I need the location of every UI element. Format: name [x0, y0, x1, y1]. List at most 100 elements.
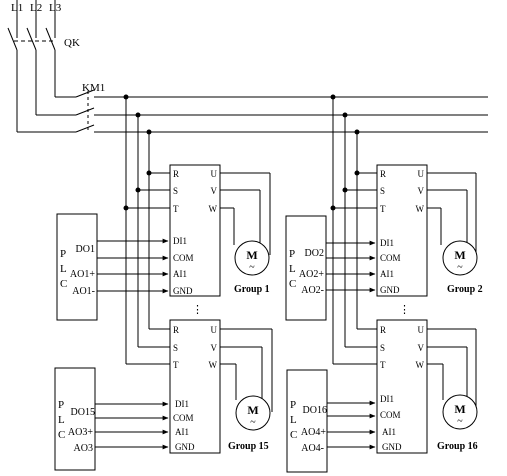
vfd-terminal-r: R — [173, 169, 179, 179]
vfd-terminal-u: U — [418, 169, 425, 179]
plc-box — [286, 369, 328, 473]
phase-label-l2: L2 — [30, 2, 42, 14]
vfd-terminal-u: U — [211, 169, 218, 179]
motor-label: M — [246, 248, 257, 262]
plc-letter-c: C — [58, 429, 65, 441]
vfd-box — [169, 164, 221, 297]
plc-signal-do: DO2 — [305, 248, 324, 259]
plc-signal-do: DO16 — [303, 405, 327, 416]
plc-letter-p: P — [60, 248, 66, 260]
vfd-terminal-ai1: AI1 — [380, 269, 394, 279]
ellipsis-left: ⋮ — [192, 304, 203, 316]
group-label: Group 1 — [234, 284, 270, 295]
vfd-terminal-com: COM — [173, 253, 194, 263]
motor-symbol — [442, 240, 478, 276]
bus-drops-right — [332, 97, 377, 365]
breaker-label: QK — [64, 37, 80, 49]
vfd-terminal-com: COM — [173, 413, 194, 423]
vfd-terminal-ai1: AI1 — [173, 269, 187, 279]
plc-signal-do: DO1 — [76, 244, 95, 255]
phase-label-l3: L3 — [49, 2, 62, 14]
vfd-terminal-r: R — [173, 325, 179, 335]
vfd-terminal-v: V — [211, 186, 218, 196]
plc-box — [54, 367, 96, 471]
vfd-terminal-di1: DI1 — [173, 236, 187, 246]
control-wiring — [327, 400, 376, 450]
ellipsis-right: ⋮ — [399, 304, 410, 316]
vfd-terminal-ai1: AI1 — [382, 427, 396, 437]
output-wiring — [427, 172, 477, 255]
motor-symbol — [442, 394, 478, 430]
plc-signal-ao-plus: AO3+ — [68, 427, 93, 438]
vfd-box — [169, 319, 221, 454]
group-1: M ~ R S T U V W DI1 COM AI1 GND P L C DO… — [56, 164, 271, 321]
plc-letter-l: L — [60, 263, 67, 275]
plc-letter-l: L — [290, 414, 297, 426]
motor-label: M — [454, 248, 465, 262]
vfd-terminal-com: COM — [380, 410, 401, 420]
plc-letter-p: P — [290, 399, 296, 411]
motor-label: M — [247, 403, 258, 417]
vfd-terminal-di1: DI1 — [380, 238, 394, 248]
power-supply — [7, 0, 488, 133]
control-wiring — [97, 238, 169, 294]
motor-ac-symbol: ~ — [250, 417, 256, 428]
group-15: M ~ R S T U V W DI1 COM AI1 GND P L C DO… — [54, 319, 273, 471]
contactor-label: KM1 — [82, 82, 105, 94]
vfd-box — [376, 319, 428, 454]
vfd-terminal-t: T — [173, 360, 179, 370]
output-wiring — [427, 328, 477, 412]
plc-box — [56, 213, 98, 321]
bus-junctions-right — [330, 94, 360, 211]
vfd-terminal-v: V — [211, 343, 218, 353]
plc-letter-c: C — [60, 278, 67, 290]
plc-signal-ao-plus: AO4+ — [301, 427, 326, 438]
plc-letter-l: L — [289, 263, 296, 275]
plc-signal-ao-plus: AO1+ — [70, 269, 95, 280]
vfd-terminal-di1: DI1 — [380, 394, 394, 404]
plc-signal-ao-minus: AO3 — [74, 443, 93, 454]
group-label: Group 16 — [437, 441, 478, 452]
control-wiring — [326, 240, 376, 293]
vfd-terminal-v: V — [418, 186, 425, 196]
plc-box — [285, 215, 327, 321]
bus-drops-left — [125, 97, 170, 365]
vfd-terminal-w: W — [209, 204, 218, 214]
group-label: Group 15 — [228, 441, 269, 452]
group-2: M ~ R S T U V W DI1 COM AI1 GND P L C DO… — [285, 164, 483, 321]
plc-letter-l: L — [58, 414, 65, 426]
plc-letter-c: C — [290, 429, 297, 441]
phase-label-l1: L1 — [11, 2, 23, 14]
vfd-terminal-ai1: AI1 — [175, 427, 189, 437]
vfd-box — [376, 164, 428, 297]
motor-ac-symbol: ~ — [249, 262, 255, 273]
vfd-terminal-w: W — [416, 360, 425, 370]
group-16: M ~ R S T U V W DI1 COM AI1 GND P L C DO… — [286, 319, 478, 473]
vfd-terminal-s: S — [380, 186, 385, 196]
vfd-terminal-v: V — [418, 343, 425, 353]
bus-junctions-left — [123, 94, 152, 211]
vfd-terminal-gnd: GND — [380, 285, 400, 295]
plc-letter-c: C — [289, 278, 296, 290]
plc-letter-p: P — [289, 248, 295, 260]
motor-label: M — [454, 402, 465, 416]
vfd-terminal-u: U — [211, 325, 218, 335]
vfd-terminal-t: T — [380, 360, 386, 370]
vfd-terminal-gnd: GND — [175, 442, 195, 452]
vfd-terminal-w: W — [209, 360, 218, 370]
plc-signal-ao-minus: AO2- — [301, 285, 324, 296]
vfd-terminal-s: S — [380, 343, 385, 353]
group-label: Group 2 — [447, 284, 483, 295]
vfd-terminal-gnd: GND — [382, 442, 402, 452]
vfd-terminal-w: W — [416, 204, 425, 214]
motor-ac-symbol: ~ — [457, 416, 463, 427]
vfd-terminal-gnd: GND — [173, 286, 193, 296]
control-wiring — [95, 401, 169, 450]
vfd-terminal-com: COM — [380, 253, 401, 263]
vfd-terminal-r: R — [380, 325, 386, 335]
vfd-terminal-s: S — [173, 186, 178, 196]
vfd-terminal-s: S — [173, 343, 178, 353]
motor-ac-symbol: ~ — [457, 262, 463, 273]
vfd-terminal-r: R — [380, 169, 386, 179]
